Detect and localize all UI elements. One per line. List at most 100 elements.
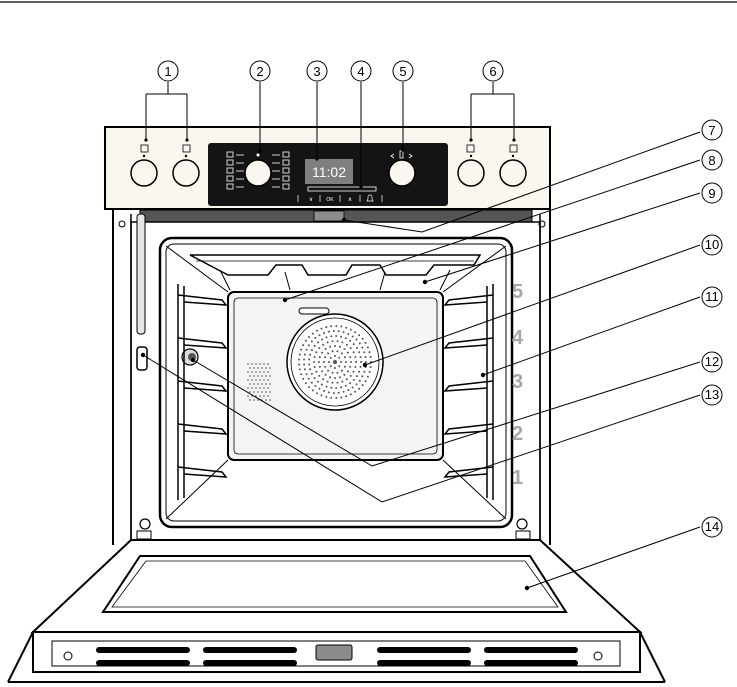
fan-hole (370, 366, 372, 368)
callout-3: 3 (307, 61, 327, 81)
fan-hole (336, 372, 338, 374)
fan-hole (334, 345, 336, 347)
nav-down-button[interactable]: ∨ (309, 197, 313, 203)
vent-dot (263, 395, 265, 397)
temperature-selector-knob[interactable] (389, 160, 415, 186)
fan-hole (361, 347, 363, 349)
fan-hole (363, 351, 365, 353)
fan-hole (314, 356, 316, 358)
fan-hole (345, 385, 347, 387)
fan-hole (354, 391, 356, 393)
vent-dot (259, 363, 261, 365)
hob-knob-2[interactable] (173, 160, 199, 186)
fan-hole (332, 340, 334, 342)
nav-up-button[interactable]: ∧ (348, 197, 352, 203)
door-glass (103, 556, 566, 612)
svg-text:1: 1 (164, 64, 171, 79)
vent-dot (267, 371, 269, 373)
fan-hole (314, 366, 316, 368)
vent-dot (269, 383, 271, 385)
oven-door[interactable] (8, 540, 665, 682)
fan-hole (337, 340, 339, 342)
vent-dot (263, 379, 265, 381)
fan-hole (312, 389, 314, 391)
fan-hole (330, 357, 332, 359)
fan-hole (328, 361, 330, 363)
fan-hole (369, 371, 371, 373)
fan-hole (306, 373, 308, 375)
fan-hole (308, 386, 310, 388)
fan-hole (335, 387, 337, 389)
fan-hole (323, 390, 325, 392)
fan-hole (360, 356, 362, 358)
svg-text:11: 11 (705, 289, 719, 304)
fan-hole (334, 367, 336, 369)
callout-4: 4 (351, 61, 371, 81)
door-catch (316, 645, 352, 660)
fan-hole (356, 383, 358, 385)
fan-hole (365, 342, 367, 344)
vent-dot (265, 399, 267, 401)
fan-hole (346, 378, 348, 380)
fan-hole (302, 378, 304, 380)
vent-dot (251, 379, 253, 381)
door-contact-switch (137, 347, 147, 370)
nav-ok-button[interactable]: OK (326, 197, 334, 203)
fan-hole (362, 384, 364, 386)
fan-hole (311, 373, 313, 375)
vent-dot (265, 383, 267, 385)
fan-hole (359, 380, 361, 382)
callout-6: 6 (483, 61, 503, 81)
function-selector-knob[interactable] (245, 160, 271, 186)
hob-knob-3[interactable] (458, 160, 484, 186)
fan-hole (347, 370, 349, 372)
fan-hole (304, 354, 306, 356)
fan-hole (319, 356, 321, 358)
fan-hole (333, 330, 335, 332)
fan-hole (298, 359, 300, 361)
fan-hole (336, 350, 338, 352)
fan-hole (340, 336, 342, 338)
fan-hole (337, 382, 339, 384)
fan-hole (346, 344, 348, 346)
fan-hole (303, 359, 305, 361)
callout-14: 14 (702, 517, 722, 537)
vent-dot (251, 387, 253, 389)
fan-hole (322, 378, 324, 380)
hinge-bottom-left (140, 519, 150, 529)
fan-hole (356, 347, 358, 349)
vent-dot (249, 367, 251, 369)
fan-hole (299, 354, 301, 356)
fan-hole (365, 380, 367, 382)
knob-indicator-1 (143, 155, 145, 157)
fan-hole (370, 356, 372, 358)
fan-hole (353, 351, 355, 353)
fan-hole (333, 392, 335, 394)
fan-hole (305, 340, 307, 342)
fan-hole (327, 352, 329, 354)
vent-dot (247, 395, 249, 397)
fan-hole (317, 341, 319, 343)
vent-dot (253, 367, 255, 369)
vent-dot (251, 371, 253, 373)
fan-hole (345, 361, 347, 363)
hob-knob-4[interactable] (500, 160, 526, 186)
vent-dot (253, 399, 255, 401)
fan-hole (325, 348, 327, 350)
hob-knob-1[interactable] (131, 160, 157, 186)
shelf-level-4: 4 (512, 327, 524, 349)
svg-text:3: 3 (313, 64, 320, 79)
fan-hole (355, 361, 357, 363)
shelf-level-3: 3 (512, 371, 523, 393)
fan-hole (311, 382, 313, 384)
door-seal-left (137, 214, 145, 334)
fan-hole (315, 371, 317, 373)
svg-text:6: 6 (489, 64, 496, 79)
fan-hole (330, 387, 332, 389)
vent-dot (255, 379, 257, 381)
fan-hole (358, 388, 360, 390)
shelf-level-1: 1 (512, 467, 523, 489)
fan-hole (352, 336, 354, 338)
fan-hole (326, 336, 328, 338)
fan-hole (321, 328, 323, 330)
